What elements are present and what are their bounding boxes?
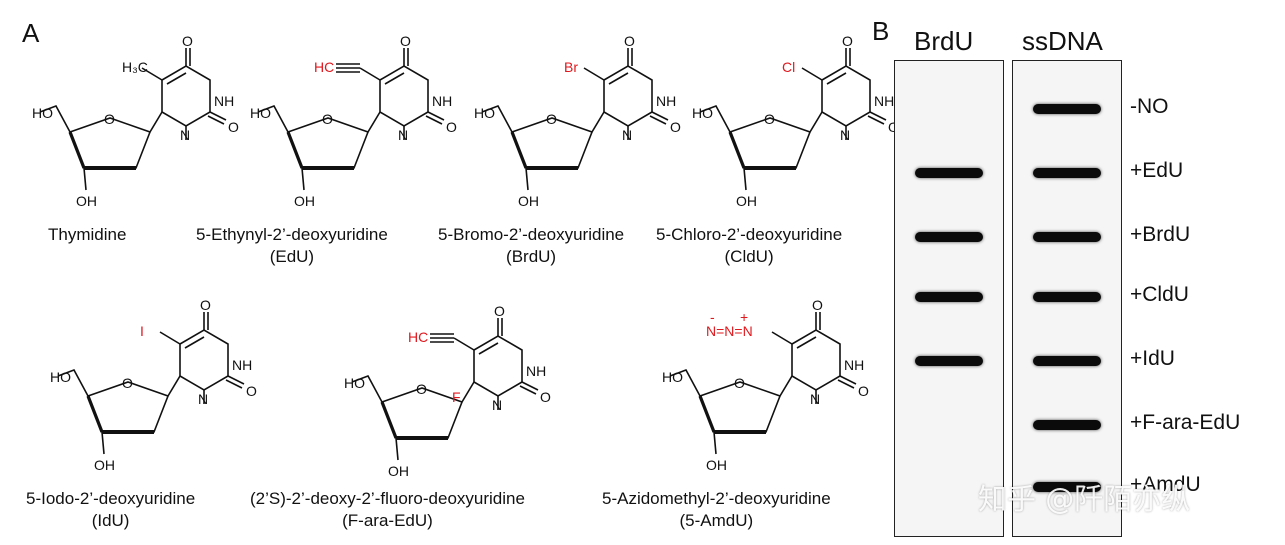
nitrogen-label: N xyxy=(840,127,850,143)
carbonyl-oxygen-label: O xyxy=(842,33,853,49)
molecule-5: O HO OH N NH O O I xyxy=(28,297,268,489)
ring-oxygen-label: O xyxy=(764,111,775,127)
caption-f-ara-edu: (2’S)-2’-deoxy-2’-fluoro-deoxyuridine(F-… xyxy=(250,489,525,530)
molecule-1: O HO OH N NH O O H₃C xyxy=(10,33,250,225)
caption-amdu: 5-Azidomethyl-2’-deoxyuridine(5-AmdU) xyxy=(602,489,831,530)
substituent-label: I xyxy=(140,323,144,339)
lane-label: -NO xyxy=(1130,95,1169,118)
blot-band xyxy=(1033,168,1101,178)
caption-thymidine: Thymidine xyxy=(48,225,127,244)
substituent-label: HC xyxy=(408,329,428,345)
hydroxyl-label: OH xyxy=(294,193,315,209)
blot-strip-ssdna xyxy=(1012,60,1122,537)
carbonyl-oxygen-label: O xyxy=(812,297,823,313)
nitrogen-label: N xyxy=(492,397,502,413)
caption-edu: 5-Ethynyl-2’-deoxyuridine(EdU) xyxy=(196,225,388,266)
lane-label: +F-ara-EdU xyxy=(1130,411,1241,434)
lane-label: +AmdU xyxy=(1130,473,1201,496)
blot-band xyxy=(915,356,983,366)
hydroxyl-label: HO xyxy=(662,369,683,385)
molecule-3: O HO OH N NH O O Br xyxy=(452,33,692,225)
carbonyl-oxygen-label: O xyxy=(888,119,899,135)
hydroxyl-label: OH xyxy=(76,193,97,209)
nh-label: NH xyxy=(844,357,864,373)
nitrogen-label: N xyxy=(622,127,632,143)
blot-band xyxy=(915,168,983,178)
molecule-6: O HO OH N NH O O HC F xyxy=(322,303,562,495)
substituent-label: Br xyxy=(564,59,578,75)
nh-label: NH xyxy=(874,93,894,109)
blot-strip-brdu xyxy=(894,60,1004,537)
blot-band xyxy=(1033,104,1101,114)
strip-header-ssdna: ssDNA xyxy=(1022,26,1103,56)
charge-label: - xyxy=(710,309,715,325)
panel-b-label: B xyxy=(872,16,890,46)
molecule-2: O HO OH N NH O O HC xyxy=(228,33,468,225)
fluorine-label: F xyxy=(452,389,461,405)
carbonyl-oxygen-label: O xyxy=(670,119,681,135)
hydroxyl-label: OH xyxy=(736,193,757,209)
hydroxyl-label: OH xyxy=(94,457,115,473)
lane-label: +EdU xyxy=(1130,159,1184,182)
carbonyl-oxygen-label: O xyxy=(624,33,635,49)
nh-label: NH xyxy=(656,93,676,109)
carbonyl-oxygen-label: O xyxy=(200,297,211,313)
nh-label: NH xyxy=(432,93,452,109)
nitrogen-label: N xyxy=(198,391,208,407)
hydroxyl-label: HO xyxy=(692,105,713,121)
carbonyl-oxygen-label: O xyxy=(228,119,239,135)
nh-label: NH xyxy=(526,363,546,379)
ring-oxygen-label: O xyxy=(734,375,745,391)
ring-oxygen-label: O xyxy=(322,111,333,127)
hydroxyl-label: OH xyxy=(706,457,727,473)
carbonyl-oxygen-label: O xyxy=(446,119,457,135)
carbonyl-oxygen-label: O xyxy=(182,33,193,49)
hydroxyl-label: OH xyxy=(518,193,539,209)
nitrogen-label: N xyxy=(810,391,820,407)
watermark: 知乎 @阡陌亦纵 xyxy=(978,482,1191,516)
lane-label: +IdU xyxy=(1130,347,1175,370)
molecule-4: O HO OH N NH O O Cl xyxy=(670,33,910,225)
panel-a-label: A xyxy=(22,18,40,48)
carbonyl-oxygen-label: O xyxy=(246,383,257,399)
nh-label: NH xyxy=(232,357,252,373)
lane-label: +CldU xyxy=(1130,283,1189,306)
carbonyl-oxygen-label: O xyxy=(858,383,869,399)
carbonyl-oxygen-label: O xyxy=(400,33,411,49)
hydroxyl-label: HO xyxy=(50,369,71,385)
caption-cldu: 5-Chloro-2’-deoxyuridine(CldU) xyxy=(656,225,843,266)
blot-band xyxy=(915,232,983,242)
lane-label: +BrdU xyxy=(1130,223,1191,246)
substituent-label: HC xyxy=(314,59,334,75)
hydroxyl-label: HO xyxy=(474,105,495,121)
ring-oxygen-label: O xyxy=(122,375,133,391)
carbonyl-oxygen-label: O xyxy=(494,303,505,319)
blot-band xyxy=(1033,232,1101,242)
strip-header-brdu: BrdU xyxy=(914,26,974,56)
carbonyl-oxygen-label: O xyxy=(540,389,551,405)
hydroxyl-label: HO xyxy=(250,105,271,121)
charge-label: + xyxy=(740,309,748,325)
blot-band xyxy=(915,292,983,302)
blot-band xyxy=(1033,356,1101,366)
nitrogen-label: N xyxy=(398,127,408,143)
blot-band xyxy=(1033,292,1101,302)
substituent-label: N=N=N xyxy=(706,323,753,339)
caption-idu: 5-Iodo-2’-deoxyuridine(IdU) xyxy=(26,489,196,530)
ring-oxygen-label: O xyxy=(416,381,427,397)
nh-label: NH xyxy=(214,93,234,109)
substituent-label: Cl xyxy=(782,59,795,75)
blot-band xyxy=(1033,420,1101,430)
caption-brdu: 5-Bromo-2’-deoxyuridine(BrdU) xyxy=(438,225,625,266)
nitrogen-label: N xyxy=(180,127,190,143)
molecule-7: O HO OH N NH O O N=N=N- + xyxy=(640,297,880,489)
hydroxyl-label: OH xyxy=(388,463,409,479)
blot-band xyxy=(1033,482,1101,492)
hydroxyl-label: HO xyxy=(344,375,365,391)
ring-oxygen-label: O xyxy=(104,111,115,127)
ring-oxygen-label: O xyxy=(546,111,557,127)
hydroxyl-label: HO xyxy=(32,105,53,121)
substituent-label: H₃C xyxy=(122,59,148,75)
